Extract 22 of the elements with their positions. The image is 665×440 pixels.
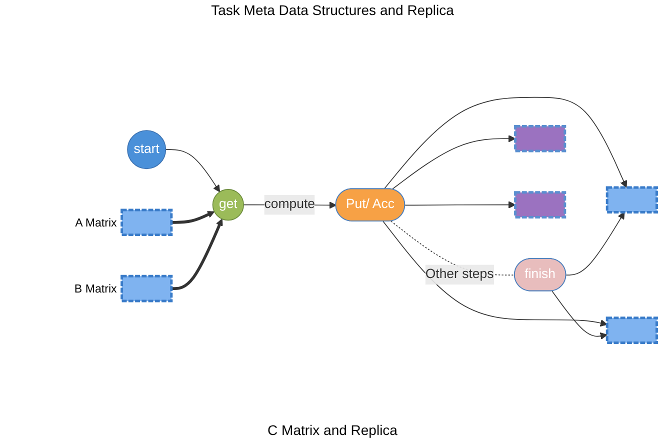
- matrix-block: [120, 274, 173, 302]
- matrix-block: [514, 191, 566, 218]
- matrix-block: [606, 316, 658, 344]
- matrix-label: B Matrix: [74, 284, 117, 296]
- arrow: [392, 135, 516, 190]
- matrix-block: [514, 125, 566, 152]
- arrow: [552, 290, 608, 340]
- arrow: [566, 212, 625, 276]
- arrow: [171, 218, 223, 290]
- matrix-block: [120, 208, 173, 236]
- node-circle: get: [212, 188, 244, 221]
- arrow: [165, 149, 220, 192]
- edge-label: compute: [264, 197, 316, 212]
- caption-text: Task Meta Data Structures and Replica: [211, 2, 454, 18]
- caption-text: C Matrix and Replica: [268, 422, 398, 438]
- arrow: [171, 211, 215, 224]
- matrix-block: [606, 186, 658, 214]
- matrix-label: A Matrix: [75, 218, 117, 230]
- arrow: [404, 201, 516, 208]
- edge-label: Other steps: [425, 267, 494, 282]
- arrow: [384, 96, 628, 190]
- node-circle: start: [127, 130, 166, 170]
